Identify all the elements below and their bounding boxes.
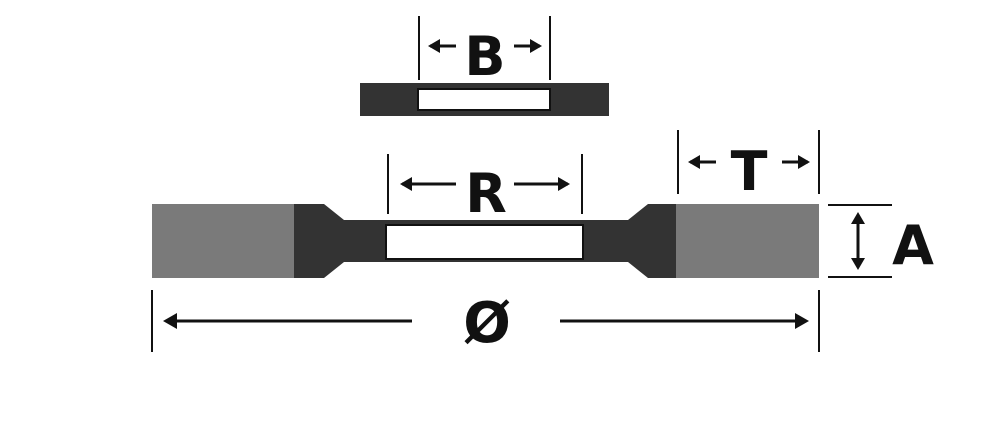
dimension-r-label: R bbox=[465, 162, 507, 225]
arrowhead-icon bbox=[688, 155, 700, 169]
hub-top-view bbox=[360, 83, 609, 116]
arrowhead-icon bbox=[851, 258, 865, 270]
dimension-diameter: Ø bbox=[151, 290, 820, 356]
hub-web-left bbox=[294, 204, 388, 278]
arrowhead-icon bbox=[530, 39, 542, 53]
dimension-b: B bbox=[418, 16, 551, 88]
dimension-r: R bbox=[387, 154, 583, 225]
tire-right bbox=[676, 204, 819, 278]
dimension-a: A bbox=[828, 204, 934, 278]
hub-web-right bbox=[582, 204, 678, 278]
dimension-b-label: B bbox=[464, 25, 505, 88]
arrowhead-icon bbox=[851, 212, 865, 224]
tire-left bbox=[152, 204, 296, 278]
bore-opening bbox=[385, 224, 584, 260]
dimension-t: T bbox=[677, 130, 820, 203]
dimension-diameter-label: Ø bbox=[463, 291, 511, 356]
arrowhead-icon bbox=[558, 177, 570, 191]
arrowhead-icon bbox=[428, 39, 440, 53]
arrowhead-icon bbox=[400, 177, 412, 191]
arrowhead-icon bbox=[163, 313, 177, 329]
arrowhead-icon bbox=[795, 313, 809, 329]
hub-top-bore bbox=[417, 88, 551, 111]
arrowhead-icon bbox=[798, 155, 810, 169]
dimension-t-label: T bbox=[731, 140, 768, 203]
dimension-a-label: A bbox=[892, 214, 934, 277]
wheel-cross-section bbox=[152, 204, 819, 278]
